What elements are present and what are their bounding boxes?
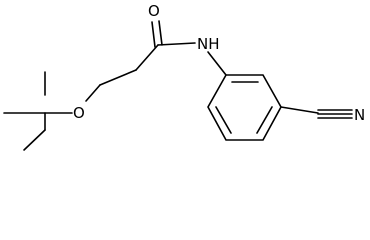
atom-label-ether-oxygen: O [73, 104, 85, 122]
bond-carbonyl-double-a [151, 21, 156, 48]
bond-nh-to-ring [207, 51, 227, 76]
bond-carbonyl-double-b [158, 20, 163, 46]
benzene-ring [207, 74, 282, 141]
atom-label-carbonyl-oxygen: O [148, 2, 160, 20]
bond-ring-to-nitrile-c [280, 106, 319, 114]
bond-ch2-carbonyl [135, 44, 159, 71]
bond-ch2-ch2 [99, 69, 137, 86]
ring-inner-bond-2 [256, 106, 273, 134]
atom-label-nitrile-nitrogen: N [354, 106, 365, 124]
ring-inner-bond-3 [215, 106, 232, 134]
bond-ethyl [23, 129, 46, 151]
structure-canvas: O NH O N [3, 2, 365, 151]
bond-carbonyl-to-nh [157, 42, 196, 46]
atom-label-amide-nitrogen: NH [197, 35, 220, 53]
bond-ether-o-to-ch2 [85, 84, 101, 102]
molecule-drawing: O NH O N [3, 2, 365, 151]
